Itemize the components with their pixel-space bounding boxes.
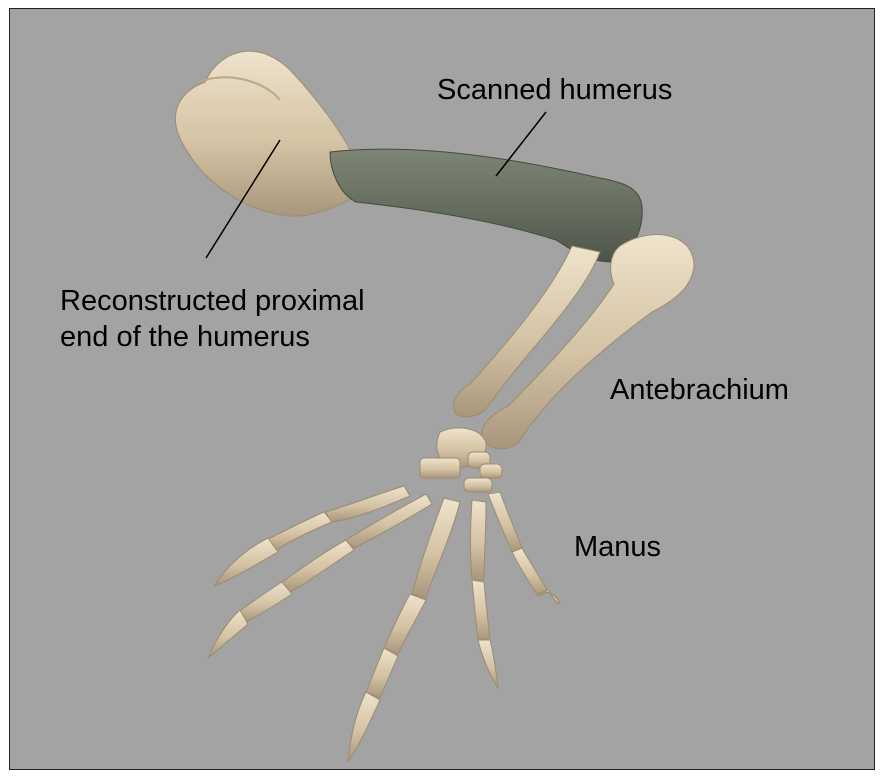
label-reconstructed-proximal-end: Reconstructed proximal end of the humeru… bbox=[60, 283, 365, 355]
antebrachium-bones bbox=[454, 235, 694, 449]
scanned-humerus-shaft bbox=[330, 149, 642, 262]
label-scanned-humerus: Scanned humerus bbox=[437, 72, 672, 108]
manus-digits bbox=[208, 486, 560, 762]
humerus-proximal-end bbox=[175, 51, 368, 216]
label-antebrachium: Antebrachium bbox=[610, 372, 789, 408]
label-manus: Manus bbox=[574, 529, 661, 565]
